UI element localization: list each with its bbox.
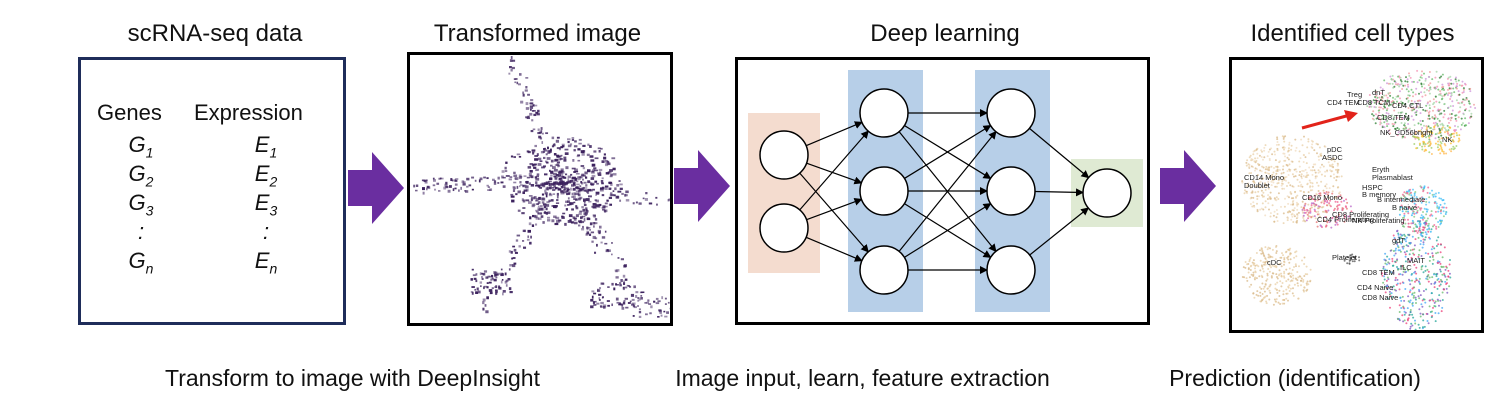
data-panel-title: scRNA-seq data [127, 20, 303, 47]
nn-connection [1029, 127, 1090, 179]
expression-cell: E1 [254, 132, 278, 161]
cell-type-label: B naive [1392, 203, 1417, 212]
output-node [1082, 168, 1132, 218]
cell-type-label: pDC [1327, 145, 1343, 154]
expression-header: Expression [194, 100, 303, 125]
cell-type-label: Platelet [1332, 253, 1358, 262]
cell-type-label: ILC [1400, 263, 1412, 272]
gene-cell: Gn [128, 248, 154, 277]
arrow-icon [674, 150, 730, 222]
nn-connection [904, 203, 992, 258]
cell-type-label: B intermediate [1377, 195, 1425, 204]
transformed-image-box [407, 52, 673, 326]
deep-learning-title: Deep learning [870, 20, 1020, 47]
cell-type-label: Treg [1347, 90, 1362, 99]
highlight-arrow-icon [1301, 113, 1351, 130]
gene-cell: G3 [128, 190, 154, 219]
hidden-2-node [986, 166, 1036, 216]
cell-type-label: dnT [1372, 88, 1385, 97]
cell-type-label: CD14 Mono [1244, 173, 1284, 182]
expression-cell: : [262, 219, 270, 244]
cell-type-label: CD16 Mono [1302, 193, 1342, 202]
cell-type-label: CD4 TEM [1327, 98, 1360, 107]
cell-type-label: cDC [1267, 258, 1282, 267]
nn-connection [1034, 188, 1085, 197]
cell-type-label: Eryth [1372, 165, 1390, 174]
cell-type-label: CD4 Naive [1357, 283, 1393, 292]
arrow-icon [1160, 150, 1216, 222]
gene-cell: G1 [128, 132, 154, 161]
cells-panel-title: Identified cell types [1250, 20, 1455, 47]
transform-caption: Transform to image with DeepInsight [165, 365, 540, 391]
hidden-2-node [986, 88, 1036, 138]
cell-type-label: CD4 CTL [1392, 101, 1423, 110]
cell-type-label: CD8 TEM [1377, 113, 1410, 122]
predict-caption: Prediction (identification) [1169, 365, 1421, 391]
cell-type-label: CD8 Naive [1362, 293, 1398, 302]
hidden-1-node [859, 166, 909, 216]
nn-connection [799, 172, 869, 253]
expression-cell: E3 [254, 190, 278, 219]
cell-type-label: Doublet [1244, 181, 1271, 190]
cell-type-label: CD8 TCM [1357, 98, 1390, 107]
arrow-icon [348, 152, 404, 224]
expression-cell: En [254, 248, 278, 277]
hidden-2-node [986, 245, 1036, 295]
neural-network-diagram [748, 70, 1143, 312]
nn-connection [805, 236, 863, 262]
gene-cell: G2 [128, 161, 154, 190]
hidden-1-node [859, 245, 909, 295]
nn-connection [898, 130, 997, 252]
cell-type-label: NK_CD56bright [1380, 128, 1433, 137]
hidden-1-node [859, 88, 909, 138]
nn-connection [904, 125, 992, 179]
nn-connection [806, 162, 863, 185]
nn-connection [806, 198, 863, 221]
nn-connection [1029, 207, 1090, 256]
cell-type-label: MAIT [1407, 256, 1425, 265]
cell-type-label: HSPC [1362, 183, 1383, 192]
highlight-arrowhead-icon [1344, 110, 1358, 122]
cell-type-label: ASDC [1322, 153, 1343, 162]
cell-type-label: gdT [1392, 236, 1405, 245]
learn-caption: Image input, learn, feature extraction [675, 365, 1050, 391]
cell-type-label: NK [1442, 135, 1452, 144]
gene-cell: : [137, 219, 145, 244]
nn-connection [799, 130, 869, 211]
expression-cell: E2 [254, 161, 278, 190]
genes-header: Genes [97, 100, 162, 125]
input-node [759, 130, 809, 180]
cell-type-label: NK Proliferating [1352, 216, 1405, 225]
cell-type-label: Plasmablast [1372, 173, 1414, 182]
input-node [759, 203, 809, 253]
transformed-image-scatter [413, 56, 670, 318]
image-panel-title: Transformed image [433, 20, 642, 47]
cell-type-label: B memory [1362, 190, 1396, 199]
cell-type-label: CD4 Proliferating [1317, 215, 1374, 224]
nn-connection [805, 121, 863, 147]
neural-network-box [735, 57, 1150, 325]
cell-type-label: CD8 TEM [1362, 268, 1395, 277]
cell-type-label: CD8 Proliferating [1332, 210, 1389, 219]
